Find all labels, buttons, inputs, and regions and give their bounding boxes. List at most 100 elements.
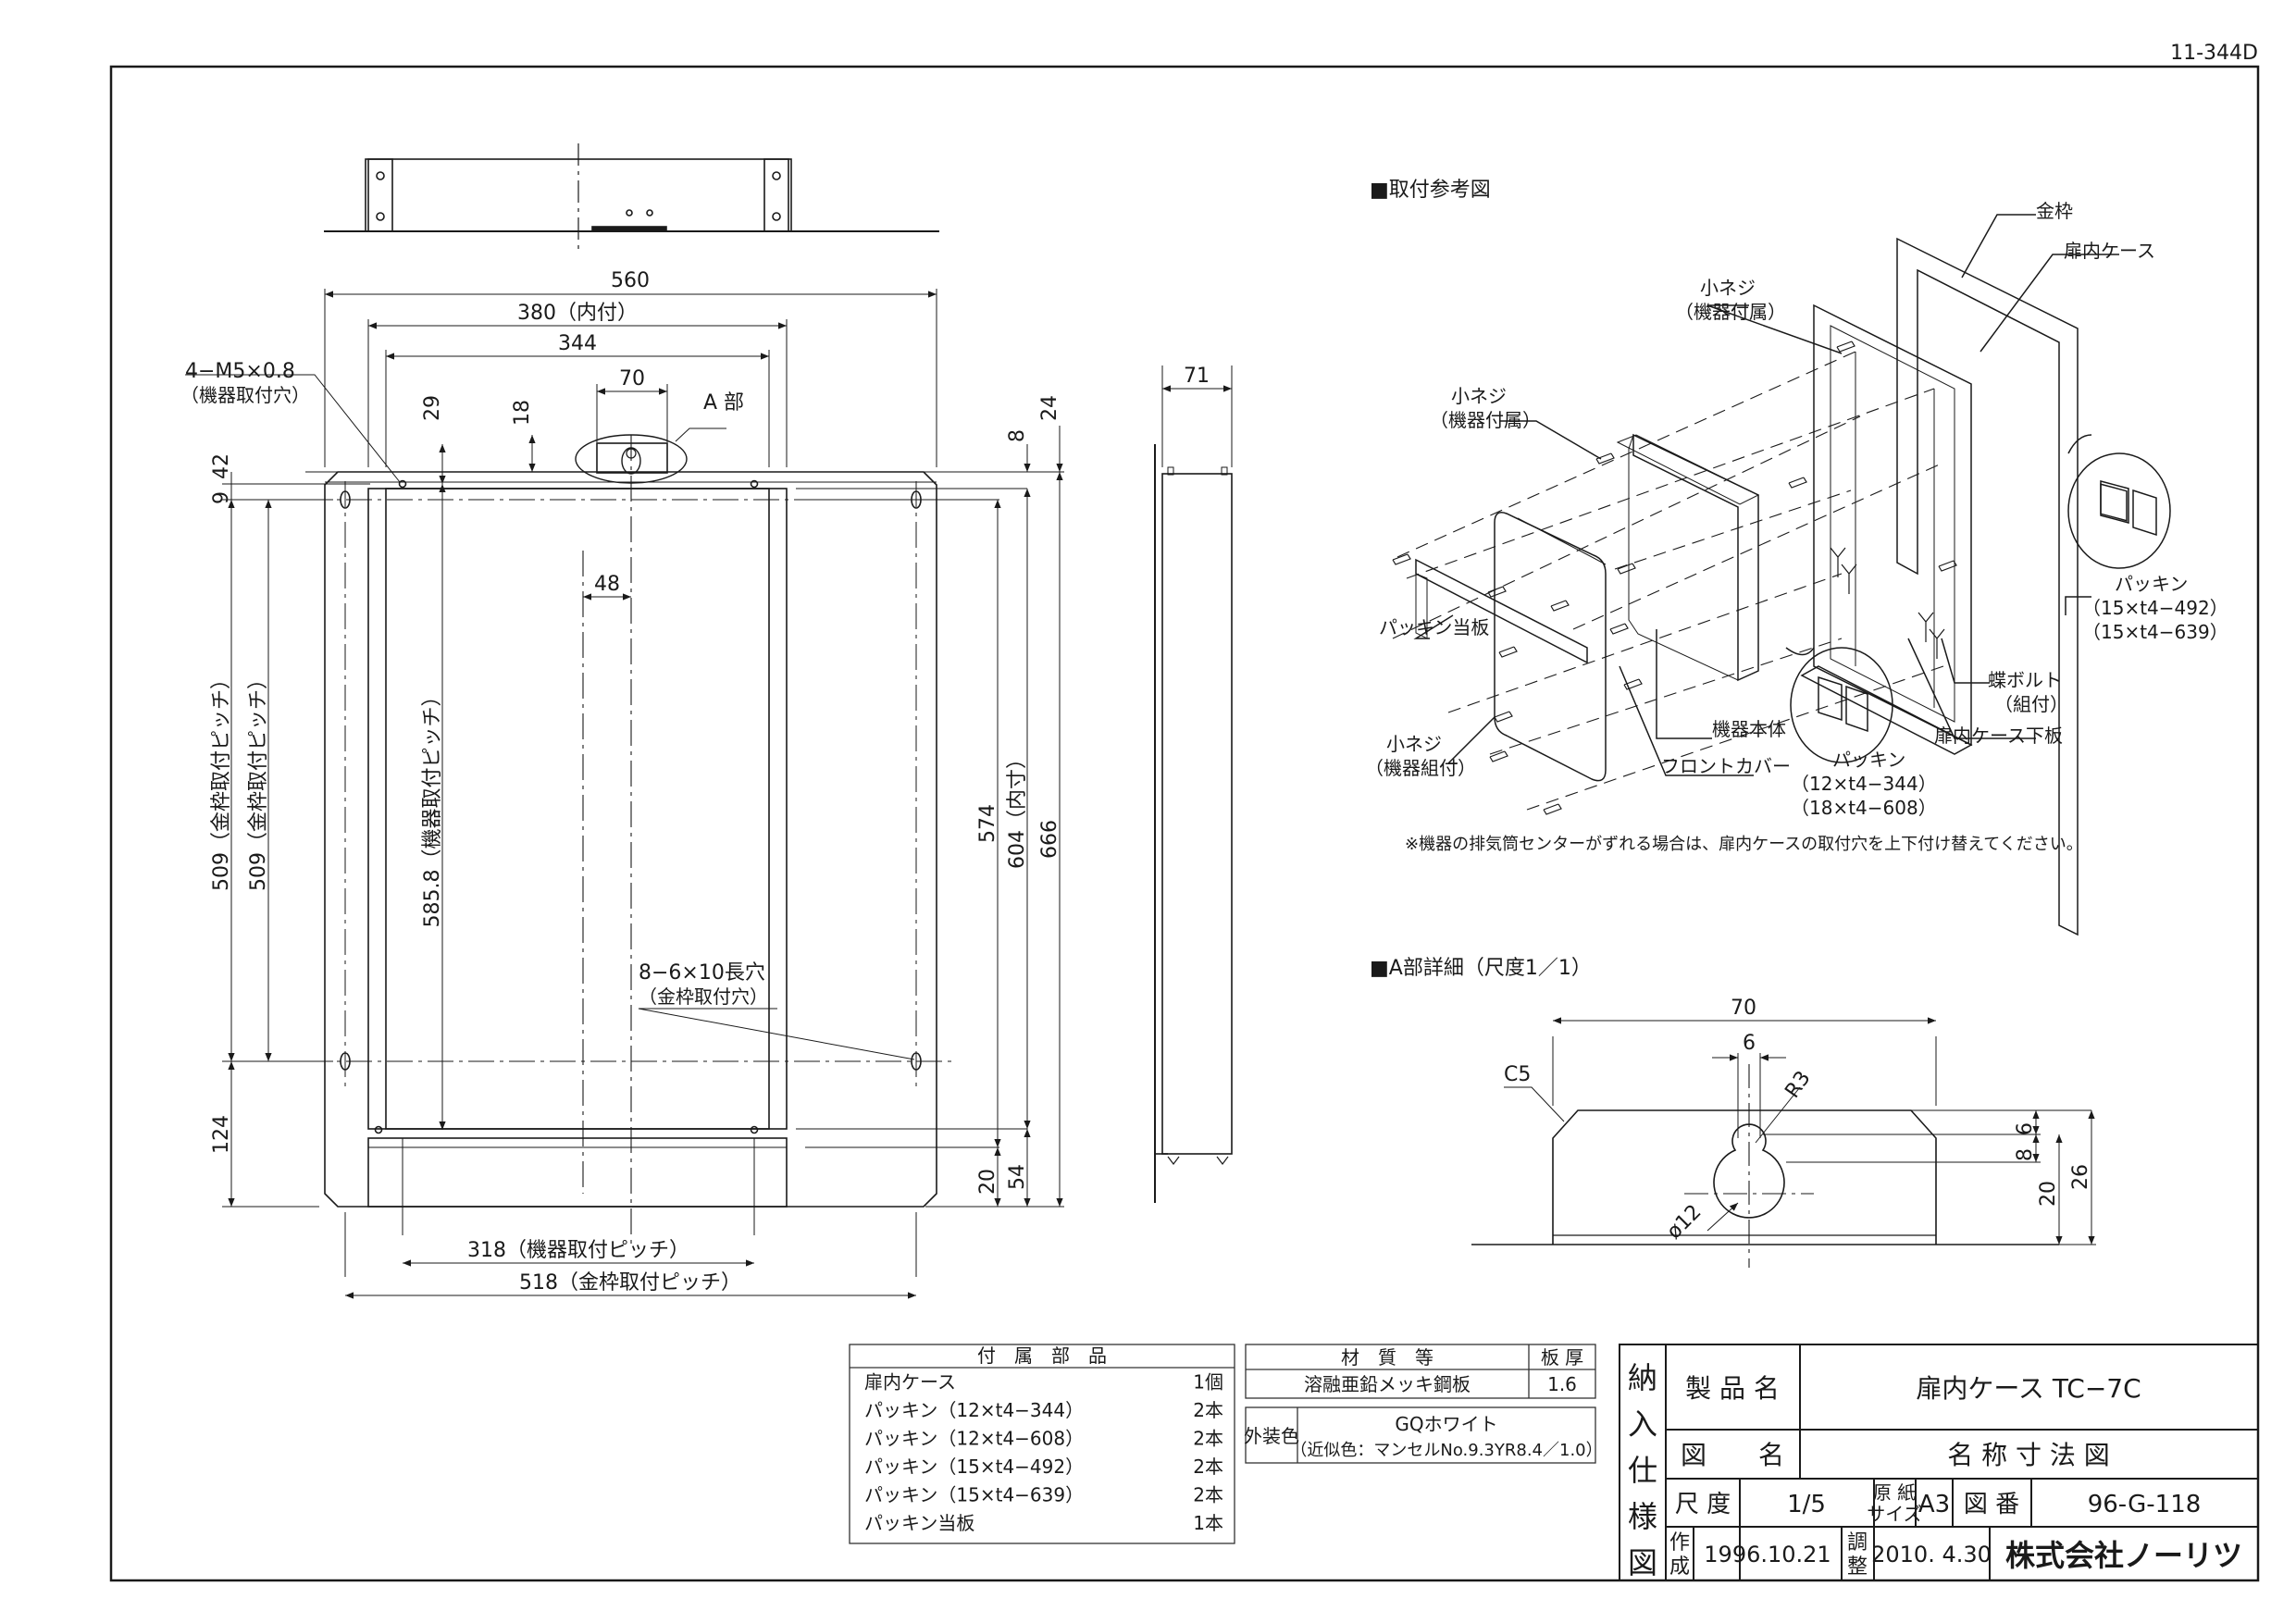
adjusted-value: 2010. 4.30	[1871, 1542, 1992, 1567]
parts-row-name: パッキン当板	[864, 1512, 974, 1534]
label-front-cover: フロントカバー	[1661, 755, 1791, 777]
detail-dim-v26: 26	[2069, 1164, 2092, 1190]
parts-row-qty: 2本	[1193, 1484, 1223, 1506]
color-value: GQホワイト	[1395, 1413, 1497, 1435]
parts-row-qty: 2本	[1193, 1456, 1223, 1478]
dim-585: 585.8（機器取付ピッチ）	[421, 687, 444, 928]
side-char-3: 仕	[1628, 1453, 1657, 1488]
dim-344: 344	[558, 332, 597, 355]
side-char-4: 様	[1628, 1499, 1657, 1534]
paper-label-2: サイズ	[1867, 1503, 1921, 1525]
dim-518: 518（金枠取付ピッチ）	[519, 1271, 741, 1295]
dim-124: 124	[210, 1115, 233, 1154]
parts-row-qty: 2本	[1193, 1399, 1223, 1421]
created-label-2: 成	[1669, 1555, 1690, 1579]
label-tobiranai: 扉内ケース	[2064, 240, 2155, 262]
install-note: ※機器の排気筒センターがずれる場合は、扉内ケースの取付穴を上下付け替えてください…	[1405, 835, 2083, 854]
parts-row-name: パッキン（15×t4−639）	[864, 1484, 1084, 1506]
dim-24: 24	[1038, 395, 1061, 421]
dim-8: 8	[1006, 429, 1029, 442]
material-table-text: 材 質 等 板 厚 溶融亜鉛メッキ鋼板 1.6 外装色 GQホワイト （近似色：…	[1244, 1346, 1603, 1460]
paper-value: A3	[1918, 1491, 1950, 1518]
dim-9: 9	[210, 491, 233, 504]
detail-dim-70: 70	[1731, 997, 1756, 1020]
label-chou-bolt: 蝶ボルト	[1988, 669, 2062, 691]
m5-hole-subnote: （機器取付穴）	[180, 384, 310, 406]
label-koneji-a: 小ネジ	[1700, 277, 1756, 299]
product-value: 扉内ケース TC−7C	[1916, 1373, 2141, 1404]
label-koneji-c-sub: （機器組付）	[1365, 757, 1476, 779]
dim-509-outer: 509（金枠取付ピッチ）	[210, 669, 233, 891]
number-value: 96-G-118	[2088, 1491, 2202, 1518]
side-char-2: 入	[1628, 1406, 1657, 1442]
detail-dim-6: 6	[1743, 1032, 1756, 1055]
created-label-1: 作	[1669, 1531, 1690, 1555]
parts-row-qty: 1個	[1193, 1371, 1223, 1394]
dim-70: 70	[619, 367, 645, 390]
install-ref-title: ■取付参考図	[1370, 179, 1491, 202]
scale-value: 1/5	[1787, 1491, 1826, 1518]
thickness-value: 1.6	[1547, 1373, 1577, 1395]
created-value: 1996.10.21	[1704, 1542, 1831, 1567]
detail-c5: C5	[1504, 1063, 1531, 1086]
label-kiki-hontai: 機器本体	[1712, 718, 1786, 740]
label-packing-b-size1: （15×t4−492）	[2082, 597, 2228, 619]
side-char-1: 納	[1628, 1360, 1657, 1395]
drawing-value: 名 称 寸 法 図	[1947, 1440, 2110, 1470]
adjusted-label-2: 整	[1847, 1555, 1868, 1579]
dim-48: 48	[594, 573, 620, 596]
adjusted-label-1: 調	[1847, 1531, 1868, 1555]
parts-row-name: パッキン（12×t4−344）	[864, 1399, 1084, 1421]
color-label: 外装色	[1244, 1425, 1299, 1447]
side-char-5: 図	[1628, 1545, 1657, 1580]
a-part-label: A 部	[703, 391, 744, 415]
label-koneji-c: 小ネジ	[1386, 733, 1442, 755]
detail-phi12: ø12	[1663, 1200, 1706, 1244]
parts-header: 付 属 部 品	[977, 1344, 1107, 1367]
label-koneji-b: 小ネジ	[1451, 385, 1507, 407]
top-view	[324, 143, 939, 250]
number-label: 図 番	[1964, 1491, 2019, 1518]
dim-18: 18	[511, 400, 534, 426]
parts-row-name: パッキン（15×t4−492）	[864, 1456, 1084, 1478]
detail-dim-v8: 8	[2014, 1148, 2037, 1161]
label-koneji-b-sub: （機器付属）	[1430, 409, 1541, 431]
label-packing-ita: パッキン当板	[1379, 616, 1489, 638]
dim-29: 29	[421, 395, 444, 421]
slot-subnote: （金枠取付穴）	[639, 985, 768, 1008]
material-table	[1245, 1344, 1596, 1464]
label-packing-a-size2: （18×t4−608）	[1791, 797, 1937, 819]
parts-row-qty: 1本	[1193, 1512, 1223, 1534]
dim-318: 318（機器取付ピッチ）	[467, 1239, 689, 1262]
thickness-header: 板 厚	[1541, 1346, 1583, 1369]
side-view	[1154, 365, 1233, 1203]
doc-code: 11-344D	[2170, 42, 2258, 65]
title-block-text: 納 入 仕 様 図 製 品 名 扉内ケース TC−7C 図 名 名 称 寸 法 …	[1628, 1360, 2242, 1580]
material-value: 溶融亜鉛メッキ鋼板	[1304, 1373, 1471, 1395]
front-view-dimensions	[185, 289, 1064, 1299]
label-kinwaku: 金枠	[2036, 200, 2073, 222]
dim-380: 380（内付）	[517, 302, 638, 325]
dim-560: 560	[611, 269, 650, 292]
side-dim-71: 71	[1184, 365, 1210, 388]
product-label: 製 品 名	[1685, 1373, 1780, 1404]
detail-r3: R3	[1781, 1067, 1815, 1102]
title-block	[1619, 1344, 2259, 1581]
label-shitaita: 扉内ケース下板	[1934, 725, 2063, 747]
detail-dim-v6: 6	[2014, 1122, 2037, 1135]
parts-row-name: パッキン（12×t4−608）	[864, 1428, 1084, 1450]
exploded-view-labels: 金枠 扉内ケース 小ネジ （機器付属） 小ネジ （機器付属） パッキン当板 小ネ…	[1365, 200, 2228, 854]
exploded-view	[1392, 214, 2171, 936]
dim-509-inner: 509（金枠取付ピッチ）	[247, 669, 270, 891]
label-packing-a: パッキン	[1832, 749, 1905, 771]
parts-row-name: 扉内ケース	[864, 1371, 956, 1394]
detail-a-labels: 70 6 R3 C5 ø12 6 8 20 26	[1504, 997, 2092, 1244]
label-koneji-a-sub: （機器付属）	[1675, 301, 1786, 323]
material-header: 材 質 等	[1341, 1346, 1433, 1369]
label-packing-b-size2: （15×t4−639）	[2082, 621, 2228, 643]
dim-54: 54	[1006, 1164, 1029, 1190]
detail-a-title: ■A部詳細（尺度1／1）	[1370, 957, 1592, 980]
